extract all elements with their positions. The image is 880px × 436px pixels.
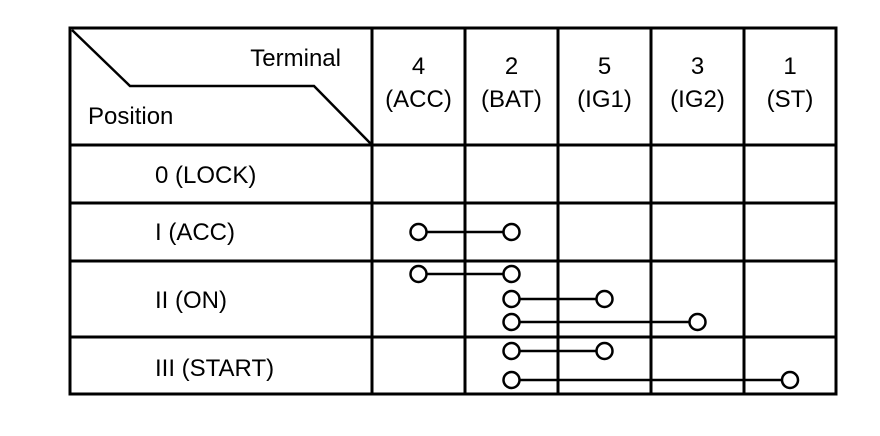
terminal-name: (ACC) — [385, 86, 452, 113]
connection-node — [409, 264, 428, 284]
connection-node — [409, 222, 428, 242]
table-border — [68, 26, 838, 396]
terminal-number: 2 — [505, 53, 518, 80]
position-label-on: II (ON) — [155, 287, 227, 314]
connection-node — [595, 289, 614, 309]
connection-node — [502, 370, 521, 390]
connection-node — [780, 370, 800, 390]
table-grid — [68, 26, 838, 396]
terminal-name: (ST) — [767, 86, 814, 113]
position-labels: 0 (LOCK) I (ACC) II (ON) III (START) — [155, 162, 274, 382]
connection-node — [502, 289, 521, 309]
terminal-header-label: Terminal — [250, 45, 341, 72]
position-label-start: III (START) — [155, 355, 274, 382]
terminal-name: (BAT) — [481, 86, 542, 113]
connection-node — [502, 222, 521, 242]
connections — [409, 222, 800, 390]
connection-node — [502, 264, 521, 284]
terminal-number: 5 — [598, 53, 611, 80]
terminal-headers: 4 (ACC) 2 (BAT) 5 (IG1) 3 (IG2) 1 (ST) — [385, 53, 813, 113]
terminal-number: 1 — [783, 53, 796, 80]
terminal-number: 4 — [412, 53, 425, 80]
connection-node — [502, 312, 521, 332]
position-label-lock: 0 (LOCK) — [155, 162, 256, 189]
connection-node — [688, 312, 707, 332]
position-label-acc: I (ACC) — [155, 219, 235, 246]
header-diagonal-line — [71, 29, 373, 146]
terminal-name: (IG2) — [670, 86, 725, 113]
connection-node — [595, 341, 614, 361]
terminal-name: (IG1) — [577, 86, 632, 113]
connection-node — [502, 341, 521, 361]
position-header-label: Position — [88, 103, 173, 130]
terminal-number: 3 — [691, 53, 704, 80]
